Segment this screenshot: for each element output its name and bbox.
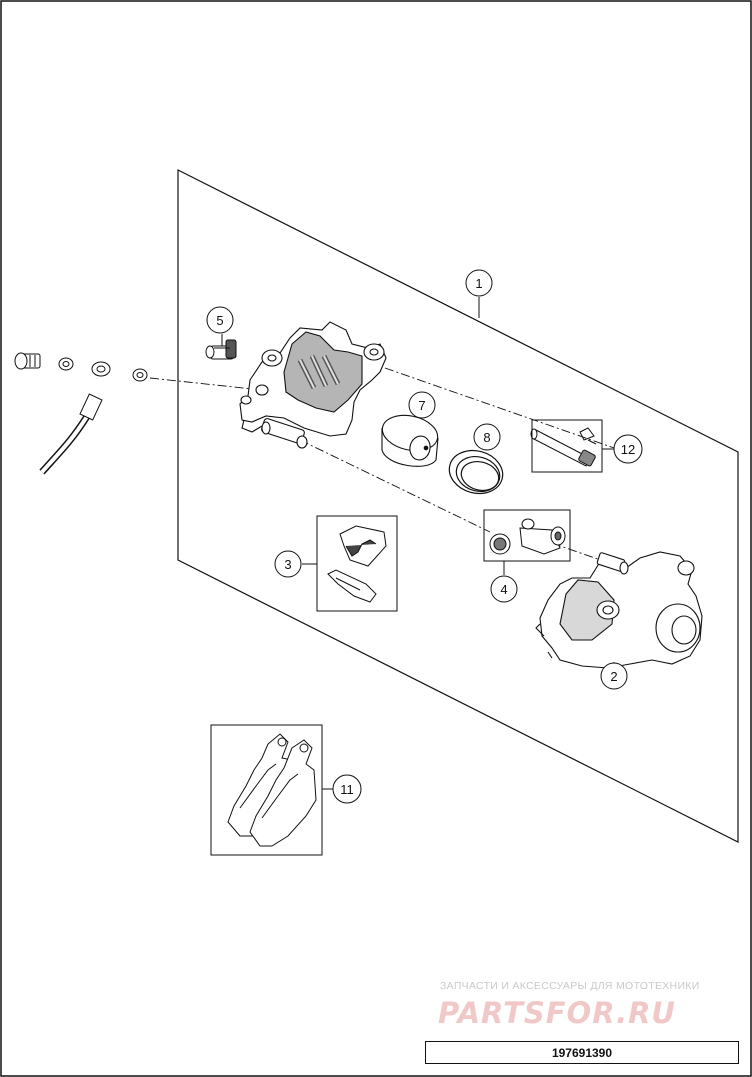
pad-spring (327, 525, 387, 603)
guide-pin-boot (489, 518, 566, 555)
svg-text:1: 1 (475, 276, 482, 291)
svg-text:2: 2 (610, 669, 617, 684)
callout-1: 1 (465, 269, 493, 297)
callout-4: 4 (490, 575, 518, 603)
svg-text:7: 7 (418, 398, 425, 413)
brake-pads-box (210, 724, 323, 856)
callout-5: 5 (206, 306, 234, 334)
svg-text:4: 4 (500, 582, 507, 597)
watermark-tagline: ЗАПЧАСТИ И АКСЕССУАРЫ ДЛЯ МОТОТЕХНИКИ (440, 980, 700, 992)
svg-text:5: 5 (216, 313, 223, 328)
pad-retaining-pin (530, 427, 597, 467)
piston-seal (448, 449, 504, 495)
pin-group-box (531, 419, 603, 473)
part-number-label: 197691390 (425, 1041, 739, 1064)
svg-text:8: 8 (483, 430, 490, 445)
assembly-frame (177, 169, 739, 843)
svg-text:12: 12 (621, 442, 635, 457)
callout-7: 7 (408, 391, 436, 419)
piston (381, 414, 439, 467)
caliper-body (239, 321, 387, 449)
callout-3: 3 (274, 550, 302, 578)
brake-pads (227, 733, 317, 847)
hose-fitting (79, 393, 103, 421)
assembly-guide-lines (149, 367, 621, 566)
bleed-valve (205, 339, 237, 360)
svg-text:11: 11 (340, 782, 354, 797)
callout-leaders (221, 297, 615, 790)
watermark-logo: PARTSFOR.RU (438, 996, 676, 1030)
callout-12: 12 (613, 434, 643, 464)
callout-11: 11 (332, 774, 362, 804)
brake-hose-assembly (14, 352, 148, 475)
guide-pin-box (483, 509, 571, 562)
caliper-bracket (535, 551, 703, 669)
svg-text:3: 3 (284, 557, 291, 572)
callout-2: 2 (600, 662, 628, 690)
callout-8: 8 (473, 423, 501, 451)
